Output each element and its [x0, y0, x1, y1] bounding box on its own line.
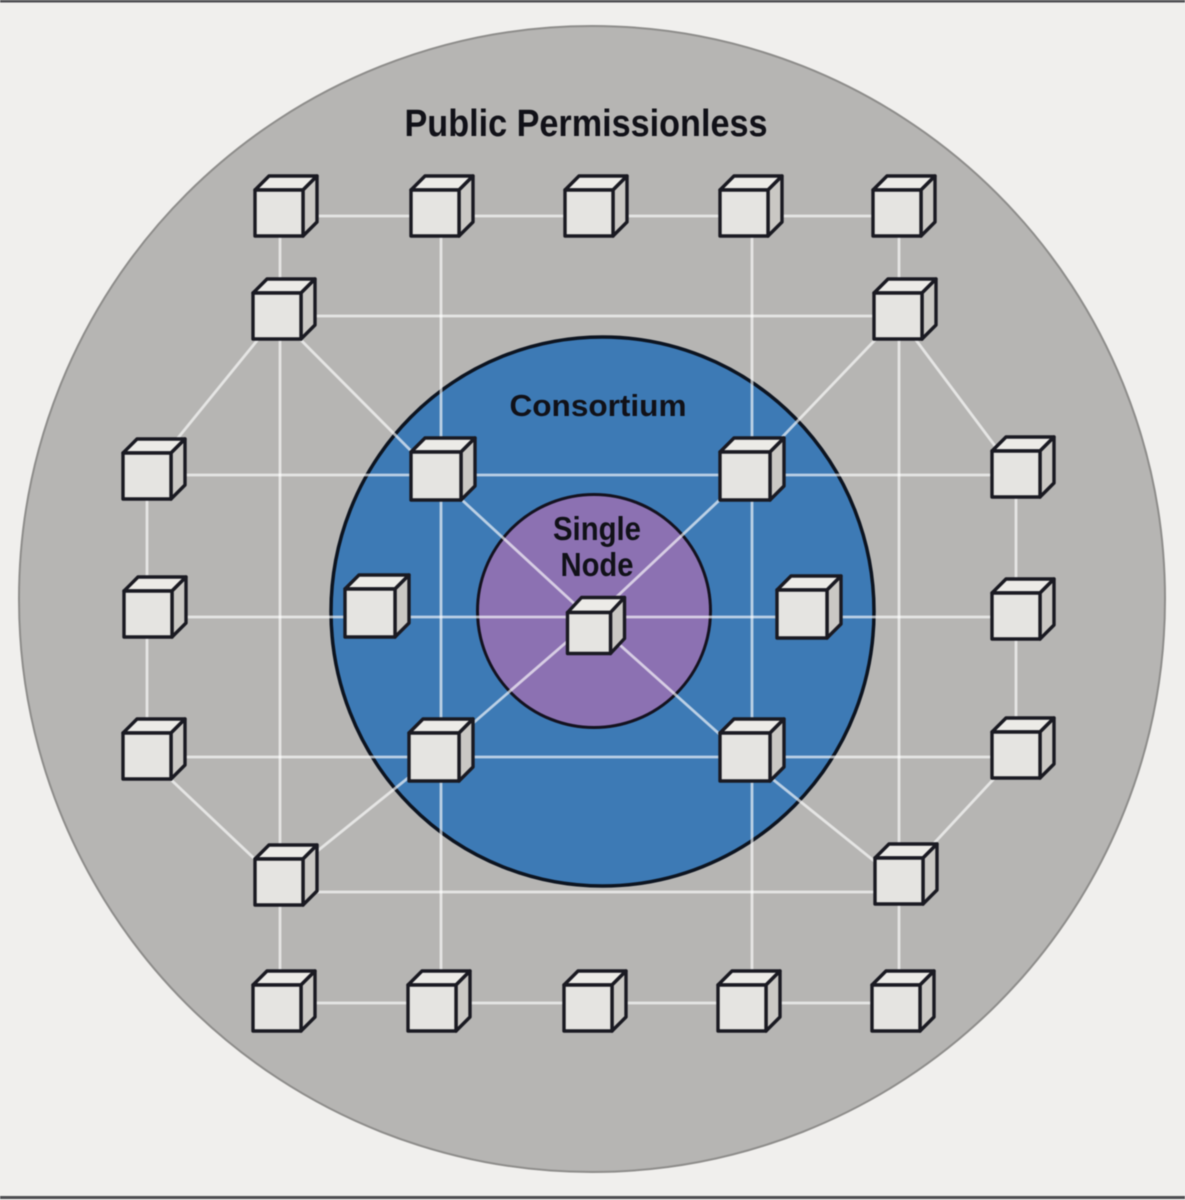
svg-text:Public Permissionless: Public Permissionless [405, 103, 768, 145]
svg-text:Consortium: Consortium [510, 388, 687, 423]
svg-text:Single: Single [553, 510, 641, 547]
svg-text:Node: Node [561, 546, 634, 583]
